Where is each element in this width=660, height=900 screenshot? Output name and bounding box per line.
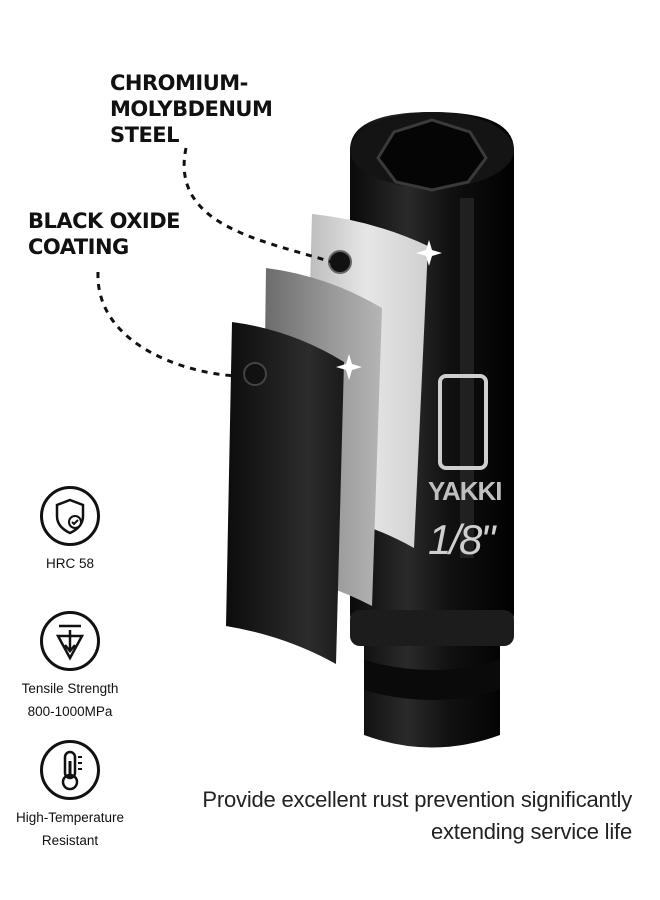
leader-line-steel xyxy=(182,147,333,264)
feature-temperature: High-Temperature Resistant xyxy=(0,740,140,852)
brand-mark: YAKKI xyxy=(428,476,503,506)
steel-callout: CHROMIUM- MOLYBDENUM STEEL xyxy=(110,71,273,147)
thermometer-icon xyxy=(40,740,100,800)
size-mark: 1/8" xyxy=(428,516,495,563)
shield-check-icon xyxy=(40,486,100,546)
tagline: Provide excellent rust prevention signif… xyxy=(202,787,632,844)
sparkle-icon xyxy=(336,240,442,380)
feature-tensile: Tensile Strength 800-1000MPa xyxy=(0,611,140,723)
leader-line-coating xyxy=(96,271,249,378)
coating-callout: BLACK OXIDE COATING xyxy=(28,209,181,259)
feature-label: Tensile Strength 800-1000MPa xyxy=(21,681,119,719)
coating-plate xyxy=(226,322,344,664)
force-arrow-icon xyxy=(40,611,100,671)
feature-hardness: HRC 58 xyxy=(0,486,140,575)
feature-label: High-Temperature Resistant xyxy=(15,810,125,848)
feature-label: HRC 58 xyxy=(45,556,94,571)
